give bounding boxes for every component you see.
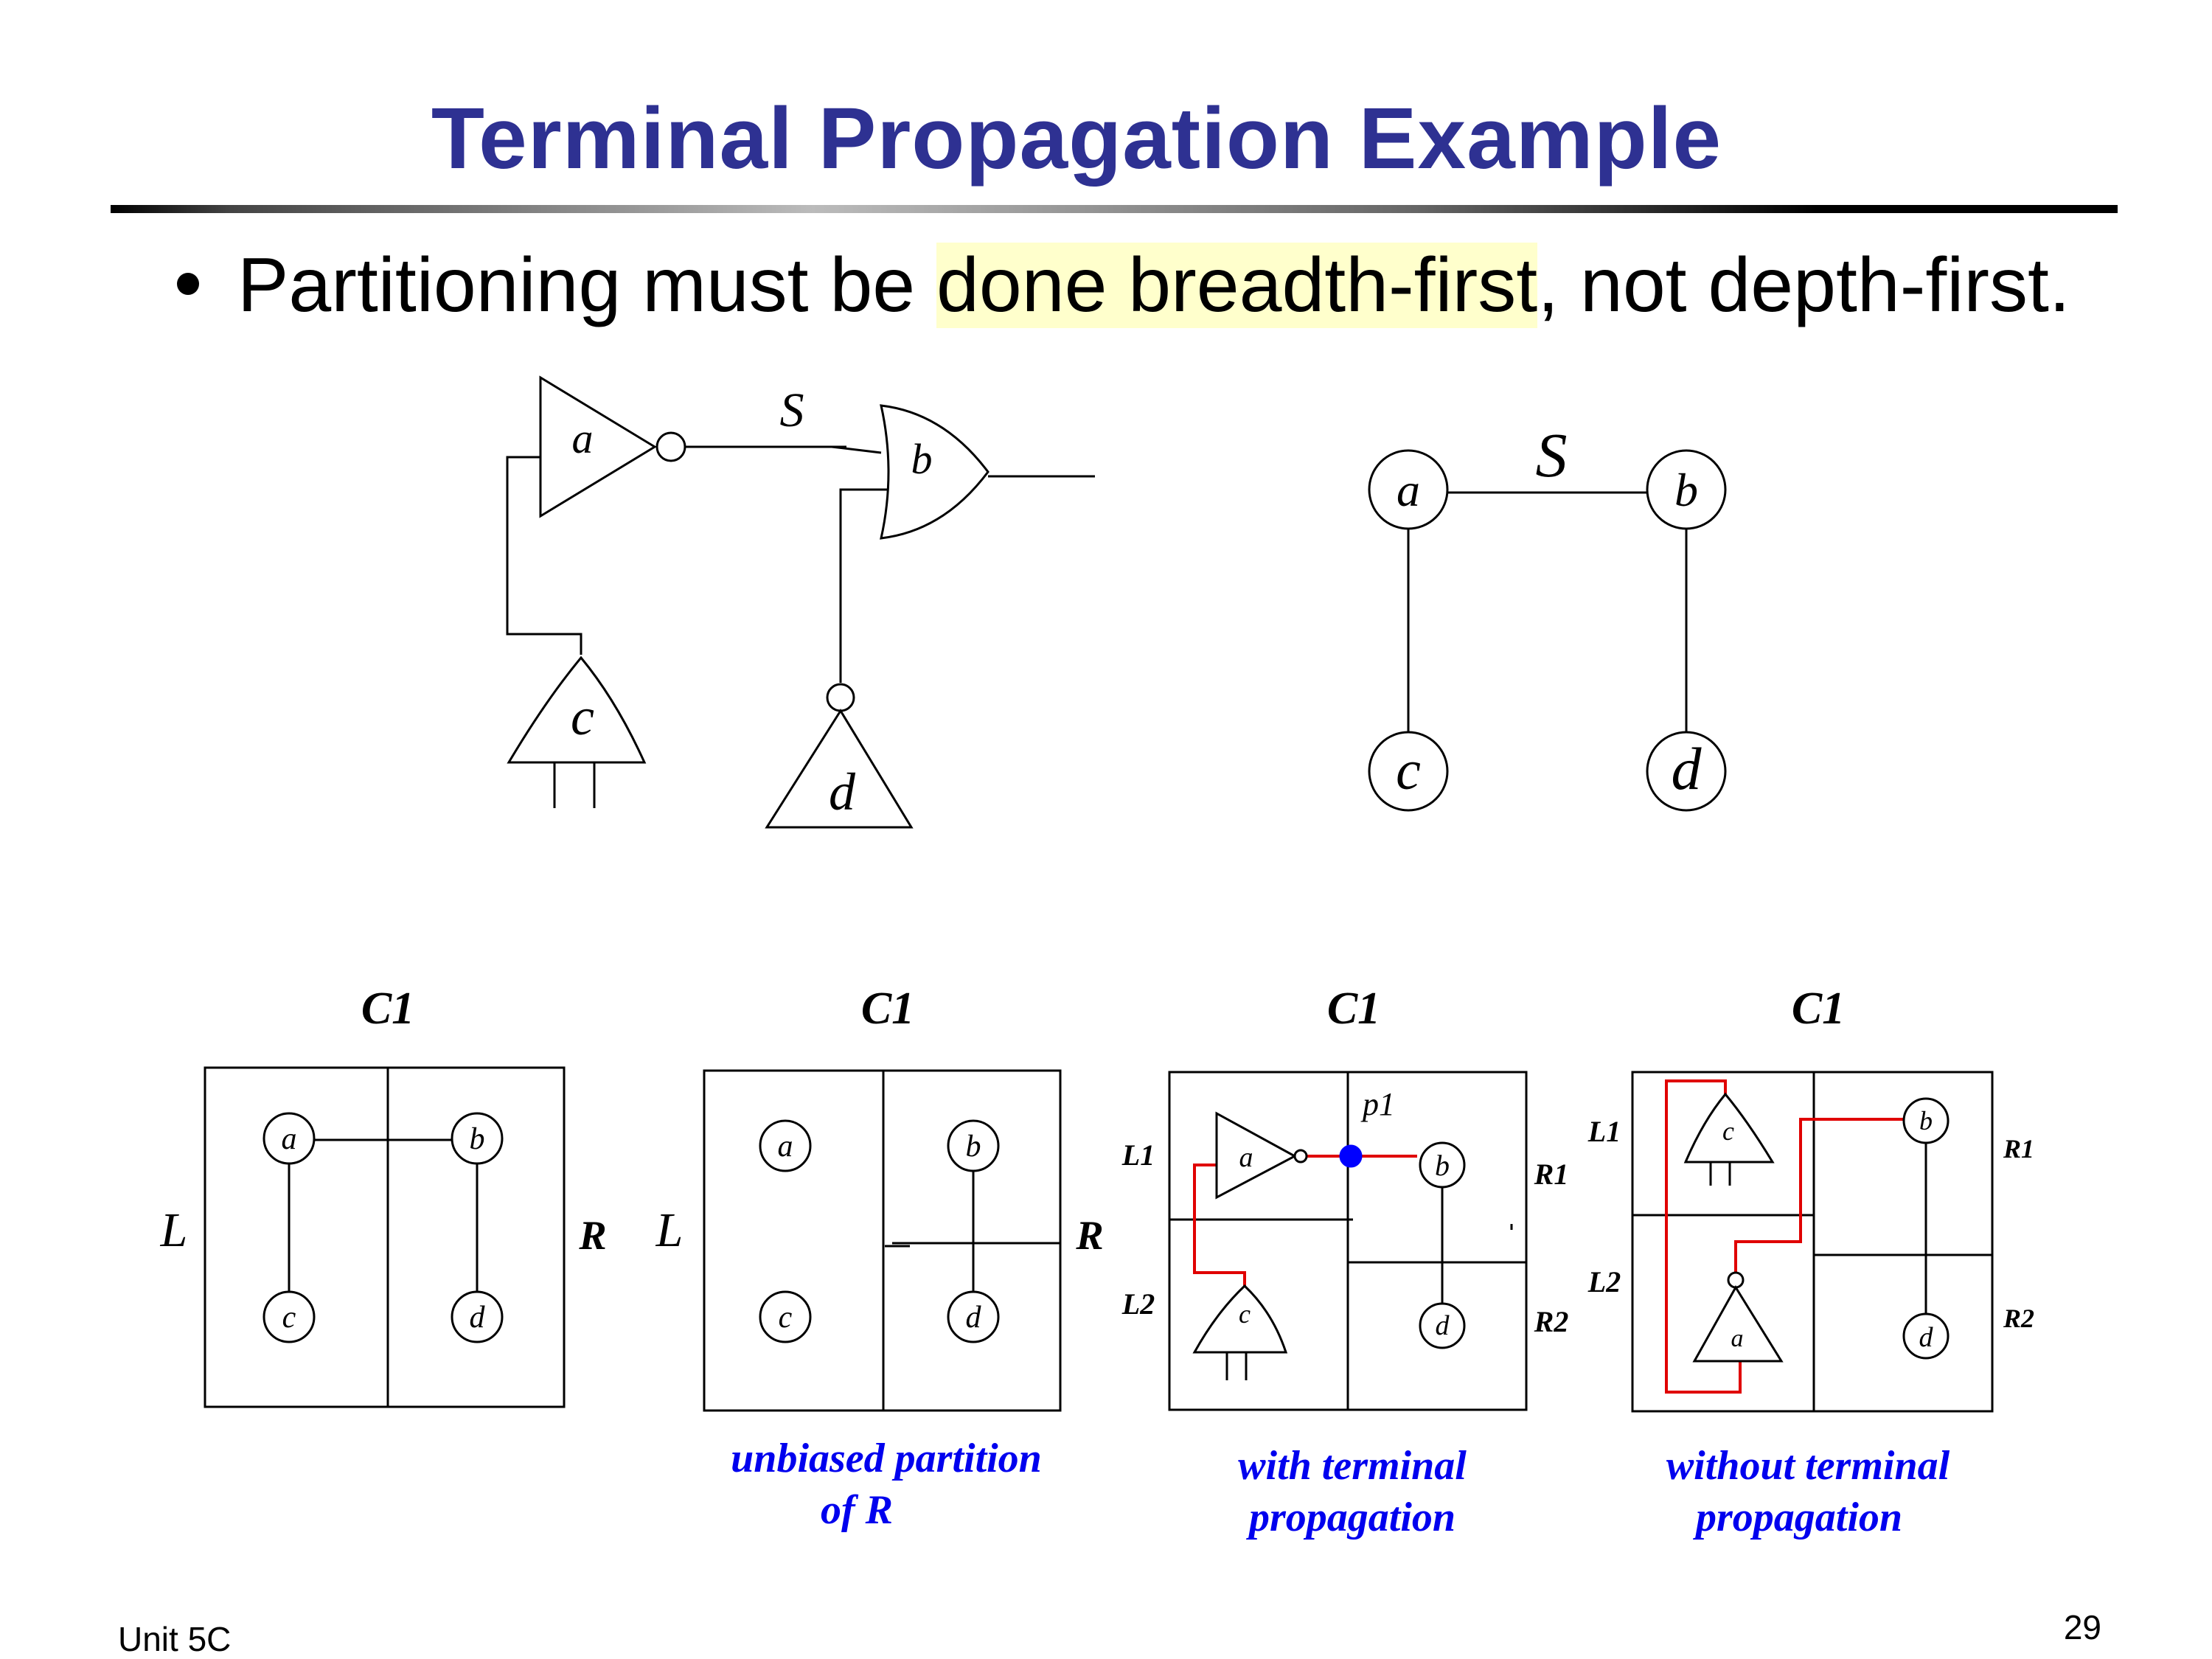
terminal-point-p1 [1339, 1144, 1363, 1168]
panel-1-node-b: b [470, 1122, 485, 1156]
panel-3-node-d: d [1436, 1310, 1450, 1341]
bullet-text-highlight: done breadth-first [936, 243, 1538, 328]
panel-1-node-d: d [470, 1301, 486, 1335]
panel-2 [703, 1069, 1062, 1412]
gate-a-shape [539, 375, 657, 518]
panel-4-node-d: d [1919, 1322, 1934, 1353]
panel-3-node-c: c [1239, 1299, 1251, 1329]
graph-diagram [1368, 449, 1727, 812]
panel-4-region-L2: L2 [1587, 1265, 1621, 1298]
circuit-gate-b-label: b [911, 435, 933, 483]
graph-edge-label: S [1536, 420, 1568, 490]
panel-1-node-a: a [282, 1122, 297, 1156]
panel-3-top-label: C1 [1327, 984, 1380, 1034]
panel-2-top-label: C1 [861, 984, 914, 1034]
panel-3-node-a: a [1239, 1142, 1253, 1173]
panel-2-caption-line-2: of R [821, 1487, 893, 1533]
circuit-gate-a-label: a [572, 414, 594, 462]
panel-4-region-R2: R2 [2003, 1304, 2034, 1333]
panel-2-node-b: b [966, 1130, 981, 1164]
title-divider [111, 205, 2118, 213]
circuit-net-label: S [780, 383, 804, 437]
panel-2-left-label: L [655, 1203, 684, 1257]
panel-3-region-R2: R2 [1534, 1305, 1569, 1338]
gate-d-bubble [826, 683, 855, 712]
graph-node-d [1646, 731, 1727, 812]
circuit-diagram [506, 375, 1095, 829]
graph-node-c [1368, 731, 1449, 812]
graph-node-b [1646, 449, 1727, 530]
panel-4-region-R1: R1 [2003, 1134, 2034, 1164]
footer-unit-label: Unit 5C [118, 1620, 232, 1658]
panel-3-point-label: p1 [1360, 1086, 1395, 1122]
panel-2-node-c: c [779, 1301, 793, 1335]
page-number: 29 [2063, 1608, 2101, 1646]
panel-3-caption-line-1: with terminal [1238, 1443, 1467, 1489]
bullet-text-after: , not depth-first. [1537, 243, 2070, 328]
panel-1-left-label: L [160, 1203, 188, 1257]
panel-4-node-b: b [1919, 1106, 1933, 1135]
graph-node-c-label: c [1396, 740, 1421, 801]
gate-c-shape [507, 655, 647, 764]
panel-2-node-d: d [966, 1301, 982, 1335]
panel-1 [204, 1066, 566, 1408]
panel-3-region-R1: R1 [1534, 1158, 1569, 1191]
panel-1-node-c: c [282, 1301, 296, 1335]
graph-node-b-label: b [1674, 464, 1698, 516]
panel-2-right-label: R [1075, 1213, 1103, 1259]
panel-3 [1168, 1071, 1528, 1411]
graph-node-a [1368, 449, 1449, 530]
panel-4-caption-line-1: without terminal [1666, 1443, 1950, 1489]
bullet-icon [177, 272, 199, 295]
panel-4 [1631, 1071, 1994, 1413]
circuit-gate-d-label: d [829, 762, 856, 821]
panel-3-region-L1: L1 [1121, 1138, 1155, 1172]
circuit-gate-c-label: c [571, 687, 594, 746]
panel-4-node-a: a [1731, 1325, 1744, 1352]
panel-3-node-b: b [1435, 1149, 1450, 1182]
gate-a-bubble [655, 431, 686, 462]
graph-node-a-label: a [1397, 464, 1420, 516]
panel-2-node-a: a [778, 1130, 793, 1164]
panel-4-caption-line-2: propagation [1693, 1495, 1902, 1540]
gate-d-shape [765, 709, 914, 829]
panel-4-node-c: c [1722, 1116, 1734, 1146]
panel-3-region-L2: L2 [1121, 1287, 1155, 1321]
panel-4-top-label: C1 [1792, 984, 1845, 1034]
bullet-text-before: Partitioning must be [237, 243, 937, 328]
panel-2-caption-line-1: unbiased partition [731, 1436, 1042, 1481]
panel-3-caption-line-2: propagation [1246, 1495, 1455, 1540]
panel-4-region-L1: L1 [1587, 1115, 1621, 1148]
bullet-item: Partitioning must be done breadth-first,… [177, 242, 2070, 330]
panel-1-right-label: R [578, 1213, 606, 1259]
gate-b-shape [880, 404, 990, 540]
slide-title: Terminal Propagation Example [431, 90, 1722, 187]
panel-1-top-label: C1 [361, 984, 414, 1034]
graph-node-d-label: d [1672, 735, 1703, 802]
